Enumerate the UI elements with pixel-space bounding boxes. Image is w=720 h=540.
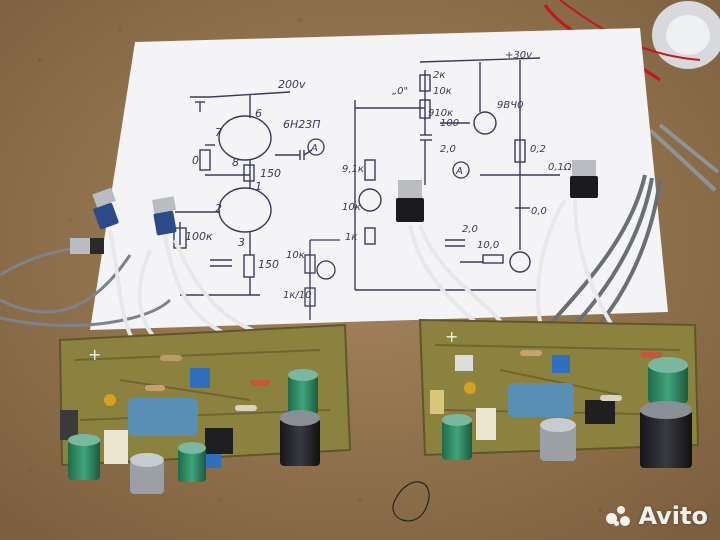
- marker-a-right-text: A: [455, 166, 463, 177]
- resistor-r2: [600, 395, 622, 401]
- disc-capacitor-right: [464, 382, 476, 394]
- schematic-paper: [90, 28, 668, 330]
- label-zero-node: „0": [392, 86, 408, 97]
- stray-wire: [392, 481, 430, 522]
- electrolytic-cap-4: [288, 369, 318, 415]
- film-capacitor-blue-right: [508, 383, 574, 417]
- label-pin-1: 1: [255, 180, 262, 193]
- right-pcb-plus: +: [445, 327, 458, 346]
- resistor-r3: [640, 352, 662, 358]
- label-r-10k-top: 10к: [433, 86, 452, 97]
- electrolytic-cap-r1: [442, 414, 472, 460]
- trimmer-blue: [190, 368, 210, 388]
- resistor-2: [235, 405, 257, 411]
- disc-capacitor: [104, 394, 116, 406]
- table-texture: [28, 18, 652, 512]
- label-r-150-bottom: 150: [258, 258, 279, 271]
- electrolytic-cap-2: [130, 453, 164, 494]
- label-pin-2: 2: [215, 202, 222, 215]
- label-supply-30v: +30v: [505, 50, 533, 61]
- avito-watermark: Avito: [606, 502, 708, 530]
- label-r-2k: 2к: [433, 70, 445, 81]
- aux-schematic: [304, 239, 340, 320]
- resistor-4: [160, 355, 182, 361]
- label-r-100: 100: [440, 118, 459, 129]
- label-r-0-1: 0,1Ω: [548, 162, 572, 173]
- transistor-right-2: [570, 160, 598, 198]
- label-pin-7: 7: [215, 126, 222, 139]
- tube-schematic: [173, 91, 313, 296]
- mosfet-schematic: [354, 57, 560, 291]
- label-tube-type: 6Н23П: [283, 118, 321, 131]
- electrolytic-cap-5: [280, 410, 320, 466]
- label-r-150-top: 150: [260, 167, 281, 180]
- label-c-10-0: 10,0: [477, 240, 499, 251]
- transistor-left-3: [70, 238, 104, 254]
- electrolytic-cap-1: [68, 434, 100, 480]
- aux-schematic-labels: 10к 1к/10: [283, 250, 312, 301]
- electrolytic-cap-3: [178, 442, 206, 482]
- label-zero: 0: [192, 154, 199, 167]
- ic-blue: [205, 454, 221, 468]
- transistor-left-1: [92, 187, 119, 230]
- label-r-10k-mid: 10к: [342, 202, 361, 213]
- marker-a-left: A: [307, 138, 325, 156]
- label-c-2-0-bottom: 2,0: [462, 224, 478, 235]
- to220-bottom: [60, 410, 78, 440]
- electrolytic-cap-r3: [648, 357, 688, 403]
- label-supply-200v: 200v: [278, 78, 306, 91]
- avito-logo-icon: [606, 504, 632, 528]
- aux-label-1k: 1к/10: [283, 290, 312, 301]
- label-r-100k: 100к: [185, 230, 213, 243]
- electrolytic-cap-r4: [640, 401, 692, 468]
- label-r-910k: 910к: [428, 108, 453, 119]
- label-r-0-2: 0,2: [530, 144, 546, 155]
- tweezers: [648, 123, 720, 192]
- label-q-9v40: 9ВЧ0: [497, 100, 523, 111]
- electrolytic-cap-r2: [540, 418, 576, 461]
- resistor-3: [250, 380, 270, 386]
- right-pcb: +: [418, 318, 700, 468]
- transistor-left-2: [151, 196, 177, 236]
- mosfet-schematic-labels: +30v „0" 2к 10к 910к 100 9,1к 10к 1к 2,0…: [342, 50, 572, 251]
- label-pin-6: 6: [255, 107, 262, 120]
- trimmer-blue-right: [552, 355, 570, 373]
- ic-black: [205, 428, 233, 454]
- small-chip: [430, 390, 444, 414]
- marker-a-left-text: A: [310, 143, 318, 154]
- label-r-1k: 1к: [345, 232, 357, 243]
- transistor-right-1: [396, 180, 424, 222]
- label-r-9-1k: 9,1к: [342, 164, 364, 175]
- label-r-0-0: 0,0: [531, 206, 547, 217]
- to220-right-board: [585, 400, 615, 424]
- resistor-r4: [455, 355, 473, 371]
- left-pcb-plus: +: [88, 345, 101, 364]
- tube-schematic-labels: 200v 6Н23П 6 7 8 1 2 3 150 100к 150 0: [185, 78, 321, 271]
- label-pin-8: 8: [232, 156, 239, 169]
- resistor-1: [145, 385, 165, 391]
- left-pcb: +: [58, 323, 352, 494]
- marker-a-right: A: [452, 161, 470, 179]
- film-capacitor-blue: [128, 398, 198, 436]
- aux-label-10k: 10к: [286, 250, 305, 261]
- label-c-2-0-top: 2,0: [440, 144, 456, 155]
- label-pin-3: 3: [238, 236, 245, 249]
- roll-of-tape: [652, 1, 720, 69]
- relay-white: [104, 430, 128, 464]
- resistor-r1: [520, 350, 542, 356]
- relay-white-right: [476, 408, 496, 440]
- avito-brand-text: Avito: [638, 502, 708, 530]
